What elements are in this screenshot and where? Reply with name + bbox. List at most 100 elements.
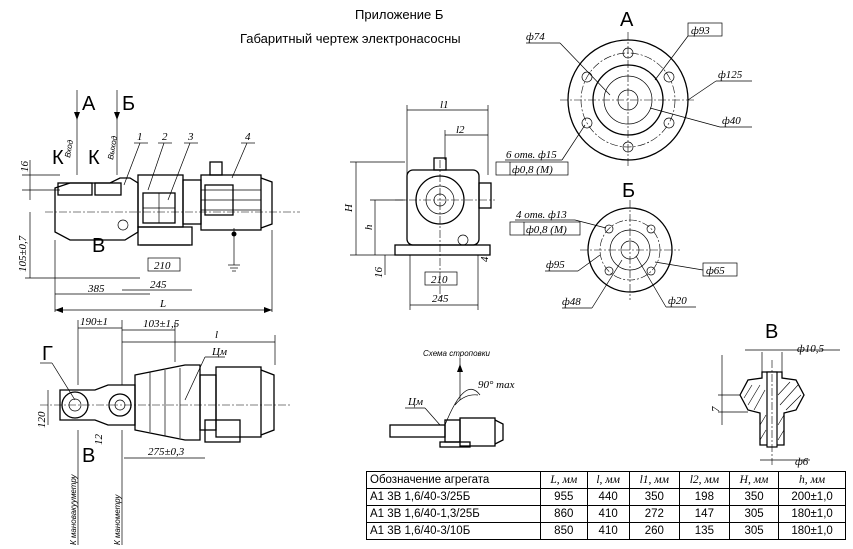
flange-a-title: А bbox=[620, 9, 634, 31]
column-header-H: H, мм bbox=[728, 471, 780, 489]
view-a-label: А bbox=[82, 93, 96, 115]
table-row: А1 3В 1,6/40-3/25Б 955 440 350 198 350 2… bbox=[366, 488, 846, 506]
cell-h: 200±1,0 bbox=[778, 488, 846, 506]
callout-4: 4 bbox=[245, 131, 251, 143]
cell-L: 860 bbox=[539, 505, 588, 523]
cell-l1: 272 bbox=[628, 505, 680, 523]
table-row: А1 3В 1,6/40-3/10Б 850 410 260 135 305 1… bbox=[366, 522, 846, 540]
flange-b-holes: 4 отв. ф13 bbox=[516, 209, 567, 221]
sling-scheme-label: Схема строповки bbox=[423, 349, 490, 358]
dim-245: 245 bbox=[150, 279, 167, 291]
detail-v-dim-7: 7 bbox=[710, 406, 722, 412]
cm-label-sling: Цм bbox=[407, 396, 423, 408]
dim-275: 275±0,3 bbox=[148, 446, 185, 458]
flange-a-holes: 6 отв. ф15 bbox=[506, 149, 557, 161]
flange-b-phi48: ф48 bbox=[562, 296, 581, 308]
dim-385: 385 bbox=[87, 283, 105, 295]
dim-12: 12 bbox=[93, 434, 105, 446]
callout-1: 1 bbox=[137, 131, 143, 143]
dim-H: H bbox=[343, 203, 355, 213]
column-header-h: h, мм bbox=[778, 471, 846, 489]
flange-a-tolerance: ф0,8 (M) bbox=[512, 164, 553, 176]
appendix-label: Приложение Б bbox=[355, 7, 443, 22]
flange-view-b: Б 4 отв. ф13 ф0,8 (M) ф95 ф65 ф48 ф20 bbox=[509, 180, 738, 309]
cell-l2: 198 bbox=[678, 488, 730, 506]
flange-b-phi95: ф95 bbox=[546, 259, 565, 271]
flange-a-phi74: ф74 bbox=[526, 31, 545, 43]
column-header-l1: l1, мм bbox=[628, 471, 680, 489]
dim-l: l bbox=[215, 329, 218, 341]
cell-h: 180±1,0 bbox=[778, 505, 846, 523]
top-view-pump-unit: 190±1 103±1,5 l Г Цм 120 В 12 275 bbox=[36, 316, 290, 545]
dim-l2: l2 bbox=[456, 124, 465, 136]
flange-a-phi125: ф125 bbox=[718, 69, 743, 81]
flange-b-phi65: ф65 bbox=[706, 265, 725, 277]
to-manometer-label: К манометру bbox=[113, 494, 122, 545]
flange-a-phi40: ф40 bbox=[722, 115, 741, 127]
flange-b-tolerance: ф0,8 (M) bbox=[526, 224, 567, 236]
dim-16b: 16 bbox=[373, 267, 385, 279]
callout-3: 3 bbox=[187, 131, 194, 143]
k-label-2: К bbox=[88, 147, 100, 169]
dim-120: 120 bbox=[36, 411, 48, 428]
cell-l: 410 bbox=[586, 505, 630, 523]
flange-view-a: А ф93 ф74 ф125 ф40 6 отв. ф15 ф0,8 (M) bbox=[495, 9, 752, 176]
view-b-label: Б bbox=[122, 93, 135, 115]
table-header-row: Обозначение агрегата L, мм l, мм l1, мм … bbox=[366, 471, 846, 489]
cell-l2: 147 bbox=[678, 505, 730, 523]
side-view-pump-unit: А Б Вход Выход К К 1 2 3 4 В bbox=[17, 90, 300, 313]
k-label-1: К bbox=[52, 147, 64, 169]
cell-L: 850 bbox=[539, 522, 588, 540]
drawing-title: Габаритный чертеж электронасосны bbox=[240, 31, 461, 46]
cell-H: 305 bbox=[728, 505, 780, 523]
cell-designation: А1 3В 1,6/40-3/25Б bbox=[366, 488, 541, 506]
dim-L: L bbox=[159, 298, 166, 310]
dim-190: 190±1 bbox=[80, 316, 108, 328]
sling-scheme: Схема строповки 90° max Цм bbox=[389, 349, 515, 448]
callout-2: 2 bbox=[162, 131, 168, 143]
outlet-label: Выход bbox=[106, 135, 119, 161]
end-view-pump-unit: l1 l2 H h 16 4 210 245 bbox=[343, 99, 495, 310]
detail-v-phi6: ф6 bbox=[795, 456, 809, 468]
column-header-l2: l2, мм bbox=[678, 471, 730, 489]
to-vacuum-gauge-label: К мановакууметру bbox=[69, 473, 78, 545]
flange-b-title: Б bbox=[622, 180, 635, 202]
cell-L: 955 bbox=[539, 488, 588, 506]
table-row: А1 3В 1,6/40-1,3/25Б 860 410 272 147 305… bbox=[366, 505, 846, 523]
sling-angle: 90° max bbox=[478, 379, 515, 391]
cell-l2: 135 bbox=[678, 522, 730, 540]
cell-H: 305 bbox=[728, 522, 780, 540]
cell-H: 350 bbox=[728, 488, 780, 506]
dim-103: 103±1,5 bbox=[143, 318, 180, 330]
dim-245b: 245 bbox=[432, 293, 449, 305]
column-header-designation: Обозначение агрегата bbox=[366, 471, 541, 489]
dim-210b: 210 bbox=[431, 274, 448, 286]
dim-l1: l1 bbox=[440, 99, 449, 111]
column-header-l: l, мм bbox=[586, 471, 630, 489]
inlet-label: Вход bbox=[63, 139, 75, 159]
view-v-label: В bbox=[92, 235, 105, 257]
cell-designation: А1 3В 1,6/40-1,3/25Б bbox=[366, 505, 541, 523]
cell-l: 440 bbox=[586, 488, 630, 506]
specification-table: Обозначение агрегата L, мм l, мм l1, мм … bbox=[366, 471, 846, 540]
cell-designation: А1 3В 1,6/40-3/10Б bbox=[366, 522, 541, 540]
dim-105: 105±0,7 bbox=[17, 235, 29, 272]
flange-b-phi20: ф20 bbox=[668, 295, 687, 307]
cell-l1: 260 bbox=[628, 522, 680, 540]
cell-l1: 350 bbox=[628, 488, 680, 506]
dim-210: 210 bbox=[154, 260, 171, 272]
cm-label-top: Цм bbox=[211, 346, 227, 358]
column-header-L: L, мм bbox=[539, 471, 588, 489]
dim-h: h bbox=[363, 224, 375, 230]
detail-v-phi105: ф10,5 bbox=[797, 343, 825, 355]
flange-a-phi93: ф93 bbox=[691, 25, 710, 37]
cell-l: 410 bbox=[586, 522, 630, 540]
dim-4: 4 bbox=[479, 256, 491, 262]
detail-view-v: В ф10,5 7 ф6 bbox=[710, 321, 840, 468]
detail-v-title: В bbox=[765, 321, 778, 343]
view-v-label-2: В bbox=[82, 445, 95, 467]
cell-h: 180±1,0 bbox=[778, 522, 846, 540]
view-g-label: Г bbox=[42, 343, 53, 365]
dim-16: 16 bbox=[19, 161, 31, 173]
